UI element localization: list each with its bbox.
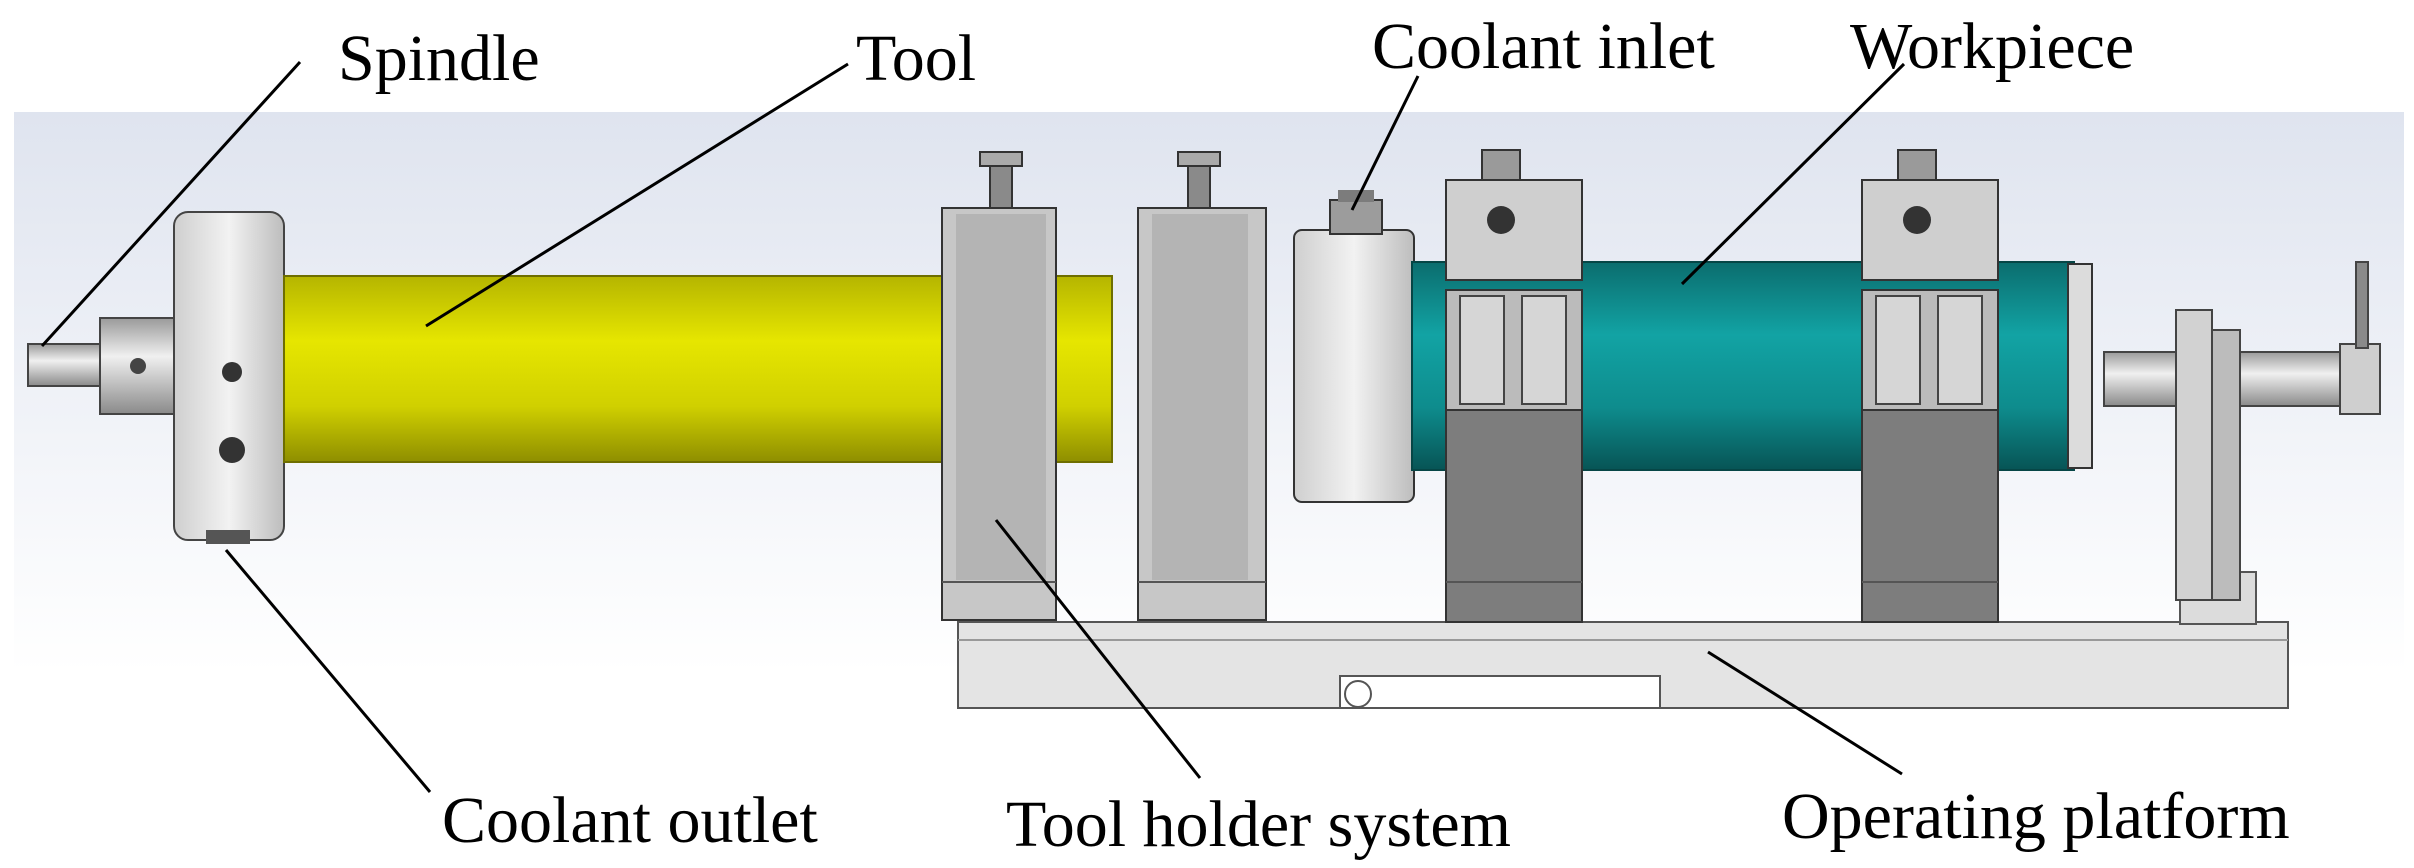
label-tool-holder-system: Tool holder system (1006, 788, 1511, 861)
label-operating-platform: Operating platform (1782, 780, 2290, 853)
workpiece-clamp-1 (1445, 149, 1583, 623)
label-workpiece: Workpiece (1850, 10, 2134, 83)
tool-holder-block-1 (941, 151, 1057, 621)
label-spindle: Spindle (338, 22, 540, 95)
coolant-outlet-housing (173, 211, 285, 544)
label-coolant-inlet: Coolant inlet (1372, 10, 1715, 83)
tool-holder-system-leader (994, 519, 1202, 779)
operating-platform (957, 571, 2289, 709)
label-tool: Tool (856, 22, 976, 95)
spindle (27, 317, 181, 415)
workpiece-end-ring (2067, 263, 2093, 469)
leader-lines (40, 60, 1906, 793)
tail-support (2103, 261, 2381, 601)
tool-leader (425, 62, 849, 328)
coolant-outlet-leader (224, 549, 432, 793)
coolant-inlet-collar (1293, 190, 1415, 503)
workpiece-clamp-2 (1861, 149, 1999, 623)
operating-platform-leader (1707, 650, 1903, 776)
workpiece-leader (1680, 62, 1906, 286)
label-coolant-outlet: Coolant outlet (442, 784, 818, 857)
coolant-inlet-leader (1350, 75, 1420, 211)
tool-holder-block-2 (1137, 151, 1267, 621)
spindle-leader (40, 60, 302, 348)
